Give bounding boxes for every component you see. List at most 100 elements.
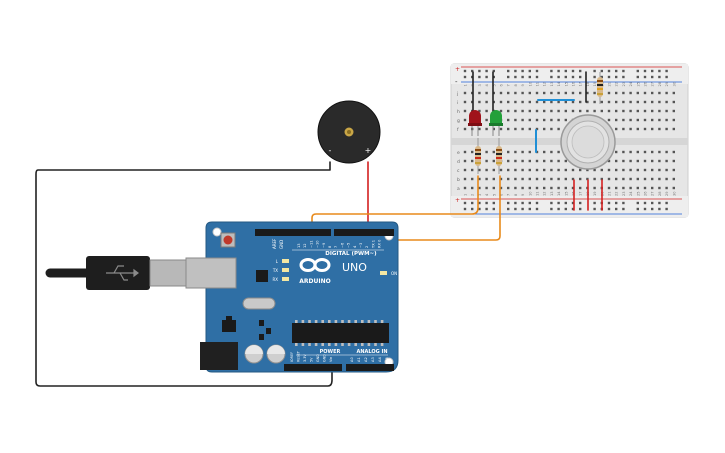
column-number: 7 <box>507 194 511 196</box>
aref-label: AREF <box>272 238 277 249</box>
row-letter: j <box>456 91 458 97</box>
column-number: 6 <box>500 193 504 196</box>
led-tx-label: TX <box>272 268 278 273</box>
analog-pin-label: A1 <box>357 357 361 362</box>
board-name: UNO <box>342 261 367 274</box>
column-number: 25 <box>636 191 640 196</box>
resistor-red-led[interactable] <box>475 138 481 174</box>
column-number: 26 <box>644 81 648 86</box>
digital-header-b[interactable] <box>334 229 394 236</box>
power-pin-label: GND <box>323 354 327 362</box>
gas-sensor[interactable] <box>560 114 616 170</box>
led-red[interactable] <box>468 110 482 136</box>
digital-pin-label: 13 <box>297 243 301 248</box>
column-number: 12 <box>543 191 547 196</box>
digital-header-label: DIGITAL (PWM~) <box>325 251 377 257</box>
column-number: 26 <box>644 191 648 196</box>
ground-wire[interactable] <box>35 161 333 387</box>
led-green-signal-wire[interactable] <box>317 175 501 241</box>
led-l-label: L <box>276 259 279 264</box>
column-number: 21 <box>608 82 612 87</box>
row-letter: i <box>457 100 458 106</box>
column-number: 10 <box>528 81 532 86</box>
column-number: 1 <box>464 84 468 86</box>
digital-pin-label: ~11 <box>309 240 313 248</box>
capacitor-1 <box>244 344 264 364</box>
digital-pin-label: ~5 <box>347 243 351 248</box>
resistor-sensor[interactable] <box>597 72 603 104</box>
row-letter: h <box>457 109 460 115</box>
arduino-brand: ARDUINO <box>299 278 330 285</box>
column-number: 25 <box>636 82 640 87</box>
analog-pin-label: A3 <box>371 357 375 362</box>
column-number: 2 <box>471 194 475 196</box>
column-number: 22 <box>615 82 619 87</box>
digital-pin-label: 4 <box>353 245 357 248</box>
power-pin-label: 3.3V <box>303 354 307 362</box>
column-number: 21 <box>608 191 612 196</box>
column-number: 12 <box>543 82 547 87</box>
resistor-green-led[interactable] <box>496 138 502 174</box>
row-letter: f <box>457 127 459 133</box>
row-letter: c <box>457 169 460 174</box>
row-letter: b <box>457 177 460 183</box>
column-number: 3 <box>478 194 482 196</box>
led-red-signal-wire[interactable] <box>311 175 479 237</box>
led-green[interactable] <box>489 110 503 136</box>
usb-port[interactable] <box>185 257 237 289</box>
row-letter: a <box>457 187 460 192</box>
digital-pin-label: 2 <box>365 246 369 248</box>
column-number: 8 <box>514 193 518 196</box>
capacitor-2 <box>266 344 286 364</box>
gnd-label: GND <box>279 240 284 249</box>
column-number: 10 <box>528 191 532 196</box>
crystal <box>242 297 276 310</box>
analog-pin-label: A2 <box>364 357 368 362</box>
column-number: 11 <box>536 191 540 196</box>
row-letter: d <box>457 159 460 165</box>
column-number: 24 <box>629 191 633 196</box>
column-number: 7 <box>507 84 511 86</box>
power-pin-label: GND <box>316 354 320 362</box>
digital-pin-label: ~10 <box>316 240 320 248</box>
column-number: 15 <box>564 191 568 196</box>
power-pin-label: IOREF <box>290 352 294 362</box>
power-header[interactable] <box>284 364 342 371</box>
row-letter: e <box>457 151 460 156</box>
digital-header-a[interactable] <box>255 229 331 236</box>
analog-pin-label: A4 <box>378 357 382 362</box>
usb-icon <box>106 265 139 281</box>
voltage-regulator <box>222 320 236 332</box>
digital-pin-label: ~3 <box>359 243 363 248</box>
row-letter: g <box>457 119 460 124</box>
piezo-buzzer[interactable]: - + <box>317 100 381 164</box>
column-number: 16 <box>572 81 576 86</box>
rail-minus-label-top: - <box>455 78 458 86</box>
power-pin-label: 5V <box>310 357 314 362</box>
column-number: 14 <box>557 81 561 86</box>
usb-cable[interactable] <box>45 256 191 290</box>
breadboard-holes[interactable] <box>463 69 675 211</box>
power-pin-label: Vin <box>329 357 333 362</box>
column-number: 27 <box>651 191 655 196</box>
column-number: 29 <box>665 191 669 196</box>
wires <box>35 71 603 387</box>
column-number: 22 <box>615 191 619 196</box>
on-label: ON <box>391 271 397 276</box>
column-number: 11 <box>536 82 540 87</box>
dc-power-jack[interactable] <box>200 342 238 370</box>
column-number: 18 <box>586 81 590 86</box>
buzzer-minus-label: - <box>329 146 332 155</box>
analog-header[interactable] <box>346 364 394 371</box>
column-number: 9 <box>521 193 525 196</box>
column-number: 30 <box>672 81 676 86</box>
column-number: 4 <box>485 193 489 196</box>
column-number: 14 <box>557 191 561 196</box>
digital-pin-label: 12 <box>303 243 307 248</box>
digital-pin-label: RX 0 <box>378 239 382 248</box>
power-pin-label: RESET <box>297 350 301 362</box>
